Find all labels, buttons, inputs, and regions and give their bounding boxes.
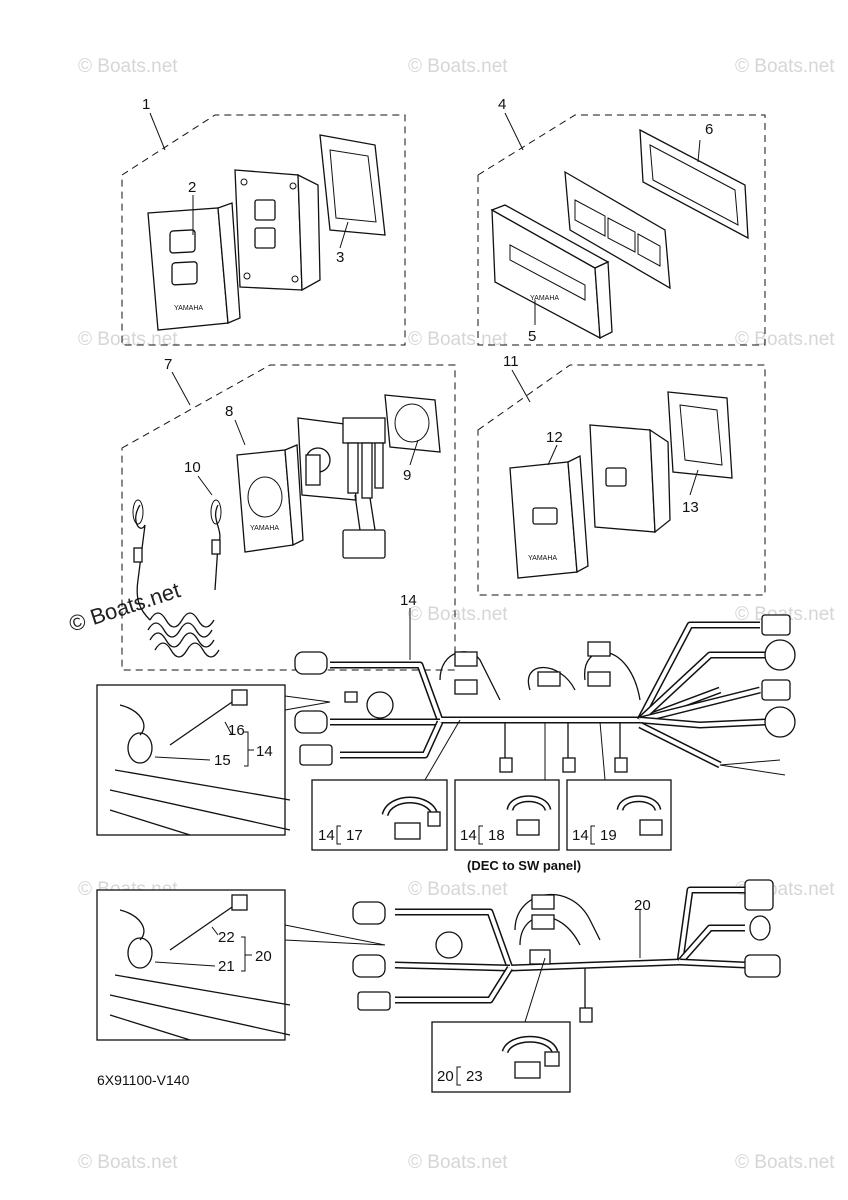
gasket (319, 134, 386, 236)
inset-20-clamp: 22 21 20 (96, 889, 386, 1041)
callout-21: 21 (218, 958, 235, 975)
watermark: © Boats.net (78, 329, 178, 350)
callout-22: 22 (218, 929, 235, 946)
logo: YAMAHA (174, 305, 203, 312)
callout-1: 1 (142, 96, 150, 113)
watermark: © Boats.net (408, 329, 508, 350)
callout-3: 3 (336, 249, 344, 266)
inset-parent-label: 14 (572, 827, 589, 844)
callout-7: 7 (164, 356, 172, 373)
watermark: © Boats.net (735, 1152, 835, 1173)
watermark: © Boats.net (408, 604, 508, 625)
group-boundary (121, 114, 406, 346)
callout-13: 13 (682, 499, 699, 516)
callout-5: 5 (528, 328, 536, 345)
switch-cover: YAMAHA (509, 454, 589, 579)
inset-parent-label: 20 (255, 948, 272, 965)
sub-assembly-18: 14 18 (454, 722, 560, 851)
switch-body (234, 169, 321, 292)
watermark: © Boats.net (735, 329, 835, 350)
inset-part-label: 19 (600, 827, 617, 844)
callout-16: 16 (228, 722, 245, 739)
watermark: © Boats.net (408, 879, 508, 900)
inset-part-label: 17 (346, 827, 363, 844)
group-11-single-switch: 11 YAMAHA 12 13 (477, 353, 766, 596)
watermark: © Boats.net (735, 56, 835, 77)
callout-4: 4 (498, 96, 506, 113)
inset-14-clamp: 16 15 14 (96, 684, 331, 836)
sub-assembly-19: 14 19 (566, 721, 672, 851)
harness-caption: (DEC to SW panel) (467, 858, 581, 873)
callout-8: 8 (225, 403, 233, 420)
logo: YAMAHA (250, 525, 279, 532)
watermark: © Boats.net (408, 1152, 508, 1173)
drawing-code: 6X91100-V140 (97, 1072, 190, 1088)
group-boundary (477, 364, 766, 596)
group-7-stop-switch: 7 YAMAHA 8 9 (121, 356, 456, 671)
wiring-harness-20: 20 (352, 879, 781, 1023)
inset-parent-label: 14 (318, 827, 335, 844)
callout-12: 12 (546, 429, 563, 446)
stop-switch-cover: YAMAHA (236, 444, 304, 553)
callout-15: 15 (214, 752, 231, 769)
gasket (384, 394, 441, 453)
inset-parent-label: 20 (437, 1068, 454, 1085)
inset-part-label: 23 (466, 1068, 483, 1085)
callout-2: 2 (188, 179, 196, 196)
logo: YAMAHA (528, 555, 557, 562)
sub-assembly-17: 14 17 (311, 719, 461, 851)
callout-11: 11 (503, 353, 519, 370)
watermark: © Boats.net (78, 1152, 178, 1173)
inset-part-label: 18 (488, 827, 505, 844)
watermark-dark: © Boats.net (66, 577, 183, 636)
watermark: © Boats.net (78, 56, 178, 77)
gasket (667, 391, 733, 479)
switch-cover: YAMAHA (490, 204, 613, 340)
inset-parent-label: 14 (460, 827, 477, 844)
callout-14: 14 (400, 592, 417, 609)
switch-cover: YAMAHA (147, 202, 241, 331)
sub-assembly-23: 20 23 (431, 957, 571, 1093)
stop-switch-assembly (297, 417, 386, 559)
callout-9: 9 (403, 467, 411, 484)
watermark: © Boats.net (408, 56, 508, 77)
gasket (639, 128, 749, 240)
group-4-triple-switch: 4 YAMAHA 5 6 (477, 96, 766, 346)
group-1-dual-switch: 1 YAMAHA 2 3 (121, 96, 406, 346)
group-boundary (121, 364, 456, 671)
callout-10: 10 (184, 459, 201, 476)
wiring-harness-14: 14 (294, 592, 796, 776)
lanyard-cord (132, 499, 222, 658)
logo: YAMAHA (530, 295, 559, 302)
callout-20: 20 (634, 897, 651, 914)
inset-parent-label: 14 (256, 743, 273, 760)
switch-body (564, 170, 671, 290)
callout-6: 6 (705, 121, 713, 138)
switch-body (589, 424, 671, 534)
